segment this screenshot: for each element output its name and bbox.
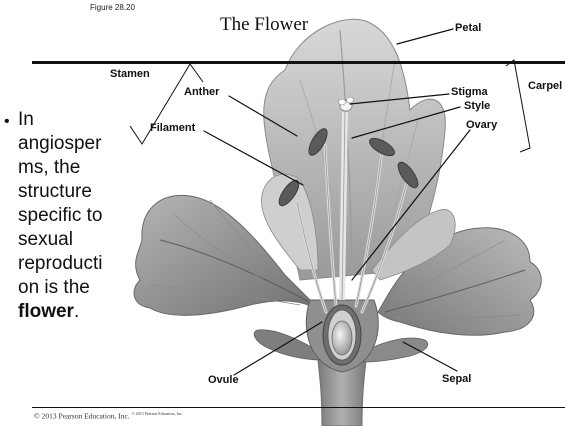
bullet-text: In angiosper ms, the structure specific … (18, 108, 138, 324)
footer-rule (32, 407, 565, 408)
label-carpel: Carpel (528, 80, 562, 92)
label-style: Style (464, 100, 490, 112)
bullet-line: angiosper (18, 132, 138, 156)
bullet-line: In (18, 108, 138, 132)
label-stamen: Stamen (110, 68, 150, 80)
ovary (323, 305, 361, 365)
bullet-dot: • (4, 113, 10, 131)
bullet-line: on is the (18, 276, 138, 300)
carpel-bracket (506, 60, 530, 152)
label-anther: Anther (184, 86, 219, 98)
label-ovary: Ovary (466, 119, 497, 131)
bullet-line: sexual (18, 228, 138, 252)
label-sepal: Sepal (442, 373, 471, 385)
bullet-line: specific to (18, 204, 138, 228)
bullet-line-last: flower. (18, 300, 138, 324)
bullet-line: reproducti (18, 252, 138, 276)
copyright-main: © 2013 Pearson Education, Inc. (34, 412, 130, 421)
ovule (332, 321, 352, 355)
title-rule (32, 61, 565, 64)
copyright: © 2013 Pearson Education, Inc. © 2013 Pe… (34, 411, 183, 421)
bullet-bold-word: flower (18, 301, 74, 322)
label-stigma: Stigma (451, 86, 488, 98)
bullet-trailing: . (74, 301, 79, 322)
label-petal: Petal (455, 22, 481, 34)
label-ovule: Ovule (208, 374, 239, 386)
label-filament: Filament (150, 122, 195, 134)
bullet-line: structure (18, 180, 138, 204)
copyright-small: © 2013 Pearson Education, Inc. (132, 411, 183, 416)
bullet-line: ms, the (18, 156, 138, 180)
